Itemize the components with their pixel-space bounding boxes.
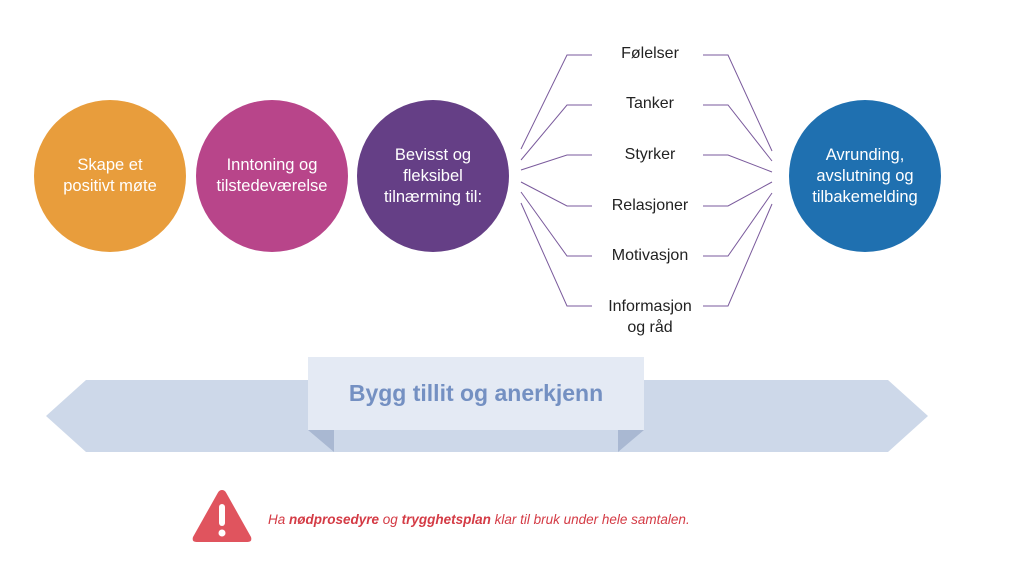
connector-line-right [703, 181, 773, 207]
approach-item-thoughts: Tanker [625, 95, 675, 112]
approach-item-strengths: Styrker [624, 146, 676, 163]
connector-line-left [520, 191, 592, 257]
step-circle-approach: Bevisst og fleksibel tilnærming til: [357, 100, 509, 252]
banner-fold-right [618, 430, 644, 452]
connector-line-left [520, 181, 592, 207]
warning-middle: og [379, 512, 402, 527]
warning-suffix: klar til bruk under hele samtalen. [490, 512, 690, 527]
warning-term-emergency: nødprosedyre [289, 512, 380, 527]
warning-triangle-icon [192, 490, 252, 542]
step-circle-closing: Avrunding, avslutning og tilbakemelding [789, 100, 941, 252]
warning-term-safety-plan: trygghetsplan [401, 512, 491, 527]
step-label: Inntoning og tilstedeværelse [216, 156, 328, 195]
connector-line-right [703, 203, 773, 307]
connector-line-right [703, 154, 773, 173]
step-label: Bevisst og fleksibel tilnærming til: [383, 145, 483, 206]
step-circle-attunement: Inntoning og tilstedeværelse [196, 100, 348, 252]
step-circle-positive-meeting: Skape et positivt møte [34, 100, 186, 252]
connector-line-left [520, 104, 592, 161]
approach-item-information: Informasjon og råd [608, 298, 692, 336]
approach-item-motivation: Motivasjon [611, 247, 689, 264]
warning-prefix: Ha [268, 512, 290, 527]
connector-line-left [520, 202, 592, 307]
approach-item-feelings: Følelser [621, 45, 679, 62]
connector-line-left [520, 154, 592, 171]
banner-label-box: Bygg tillit og anerkjenn [308, 357, 644, 430]
connector-line-right [703, 104, 773, 162]
connector-line-left [520, 54, 592, 150]
step-label: Skape et positivt møte [63, 156, 157, 195]
step-label: Avrunding, avslutning og tilbakemelding [812, 145, 918, 206]
connector-line-right [703, 192, 773, 257]
warning-message: Ha nødprosedyre og trygghetsplan klar ti… [268, 512, 690, 527]
approach-item-relations: Relasjoner [611, 197, 689, 214]
banner-text: Bygg tillit og anerkjenn [348, 380, 604, 406]
banner-fold-left [308, 430, 334, 452]
connector-line-right [703, 54, 773, 152]
